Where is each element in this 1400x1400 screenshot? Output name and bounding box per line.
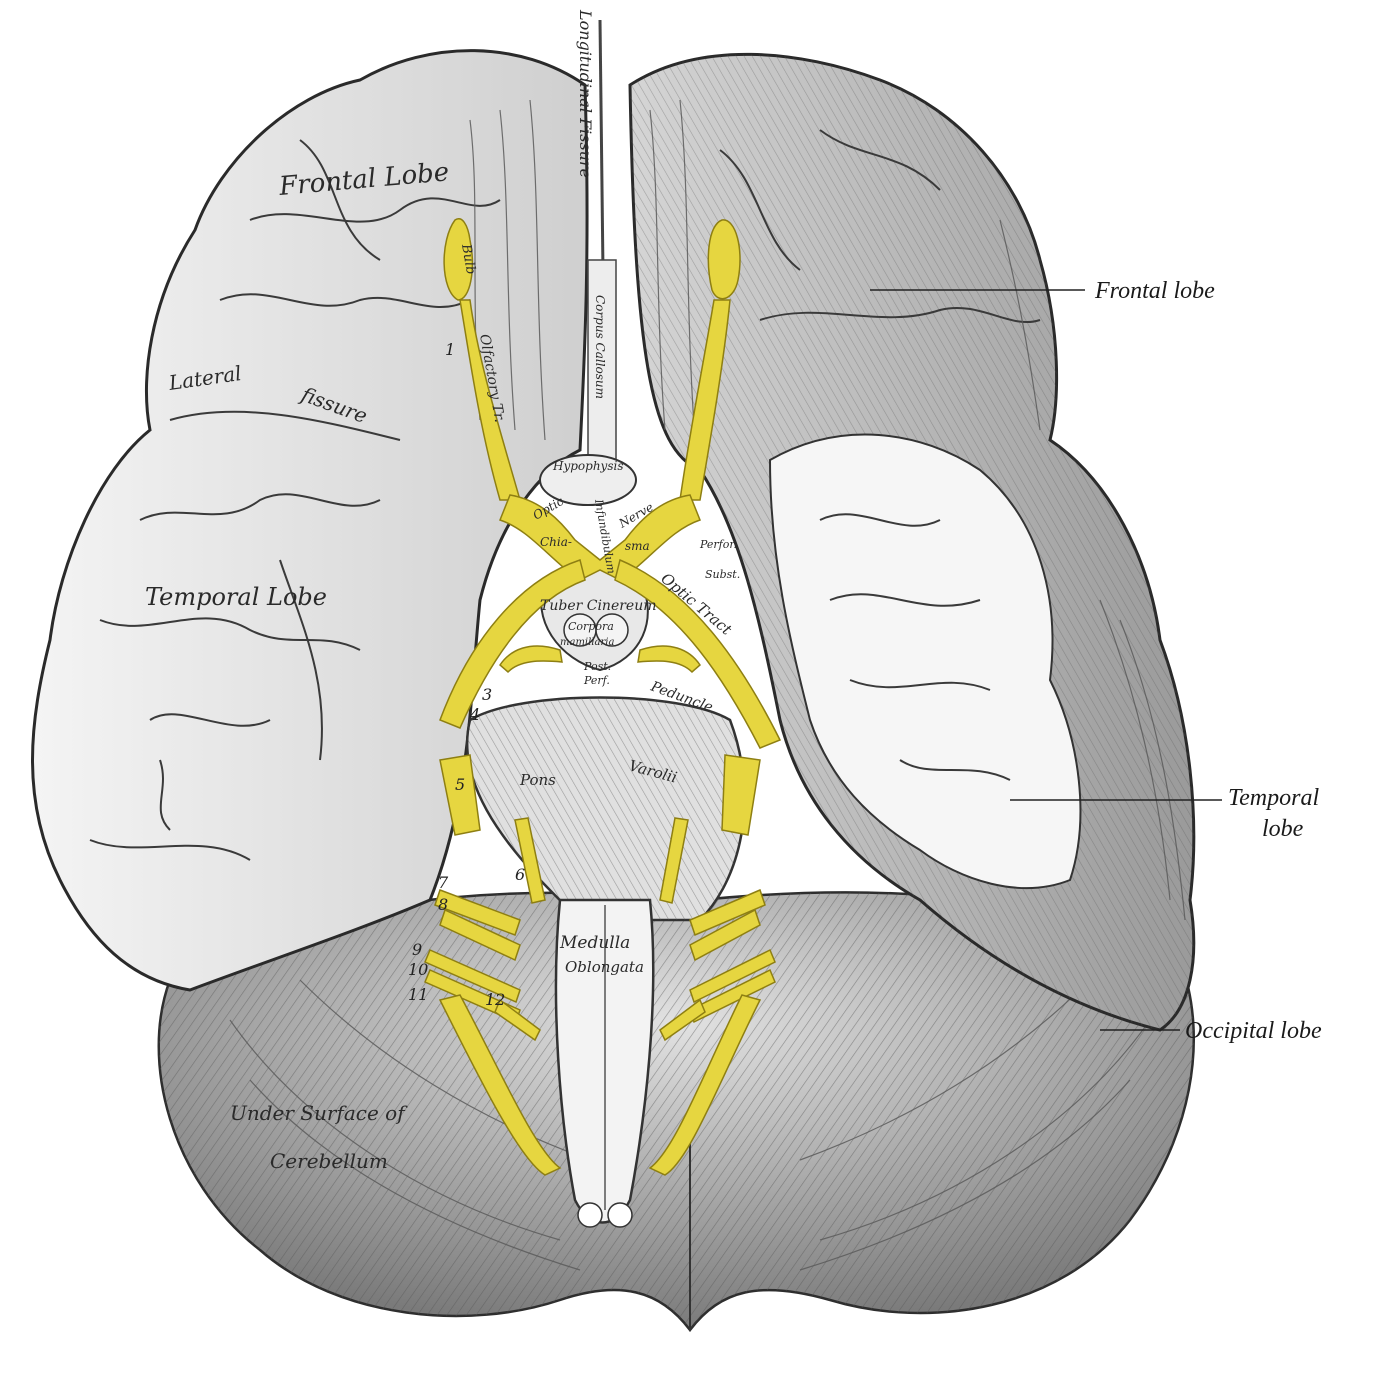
callout-temporal-lobe-line2: lobe <box>1262 816 1304 842</box>
label-post: Post. <box>583 660 611 673</box>
label-pons: Pons <box>519 771 556 789</box>
label-chiasma-left: Chia- <box>540 535 572 549</box>
label-corpora: Corpora <box>568 620 614 633</box>
callout-frontal-lobe: Frontal lobe <box>1094 278 1215 304</box>
nerve-number-12: 12 <box>485 990 505 1009</box>
label-perforated: Perfor. <box>699 538 737 551</box>
label-oblongata: Oblongata <box>565 958 644 976</box>
nerve-number-labels: 1 3 4 5 6 7 8 9 10 11 12 <box>408 340 525 1009</box>
label-substance: Subst. <box>705 568 740 581</box>
hypothalamic-region <box>539 454 649 672</box>
nerve-number-10: 10 <box>408 960 428 979</box>
nerve-number-11: 11 <box>408 985 428 1004</box>
label-perf: Perf. <box>583 674 610 687</box>
nerve-number-7: 7 <box>438 873 449 892</box>
cerebellum <box>157 891 1195 1333</box>
nerve-number-5: 5 <box>455 775 465 794</box>
label-cerebellum: Cerebellum <box>270 1149 388 1173</box>
callouts: Frontal lobe Temporal lobe Occipital lob… <box>870 278 1322 1044</box>
label-tuber-cinereum: Tuber Cinereum <box>540 598 657 614</box>
corpus-callosum <box>587 259 617 461</box>
label-bulb: Bulb <box>458 242 478 276</box>
label-mamillaria: mamillaria <box>560 637 614 648</box>
cranial-nerves <box>424 218 782 1176</box>
nerve-number-1: 1 <box>445 340 455 359</box>
nerve-number-3: 3 <box>482 685 492 704</box>
callout-occipital-lobe: Occipital lobe <box>1185 1018 1322 1044</box>
nerve-number-4: 4 <box>469 705 480 724</box>
label-longitudinal-fissure: Longitudinal Fissure <box>576 9 595 178</box>
callout-temporal-lobe-line1: Temporal <box>1228 785 1319 811</box>
nerve-number-6: 6 <box>515 865 525 884</box>
label-temporal-lobe: Temporal Lobe <box>145 583 327 611</box>
nerve-number-9: 9 <box>412 940 422 959</box>
nerve-number-8: 8 <box>438 895 448 914</box>
right-hemisphere <box>628 52 1196 1032</box>
label-hypophysis: Hypophysis <box>552 459 624 473</box>
label-corpus-callosum: Corpus Callosum <box>593 295 607 399</box>
label-under-surface: Under Surface of <box>230 1101 408 1125</box>
label-medulla: Medulla <box>559 933 630 953</box>
label-chiasma-right: sma <box>625 539 650 553</box>
